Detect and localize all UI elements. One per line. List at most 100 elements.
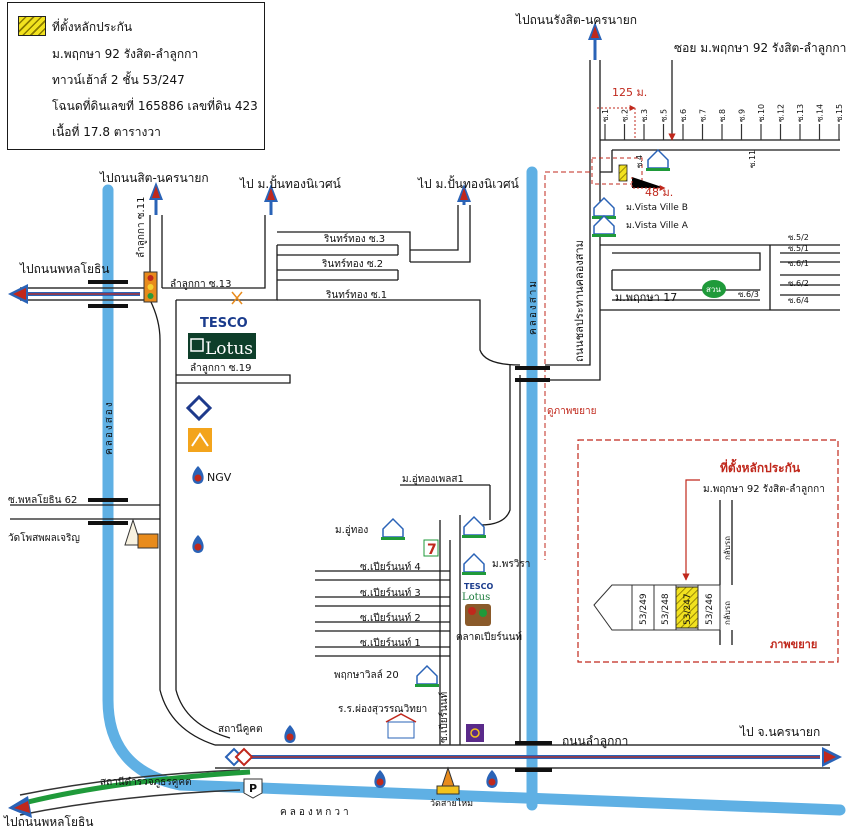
label-pruksa17-soi: ซ.6/3 bbox=[738, 290, 759, 299]
inset-unit-label: 53/246 bbox=[705, 593, 715, 625]
village-house-icon bbox=[462, 515, 486, 538]
label-wat-saimai: วัดสายไหม bbox=[430, 798, 473, 809]
ngv-label: NGV bbox=[207, 471, 232, 484]
svg-text:Lotus: Lotus bbox=[205, 339, 253, 359]
dist-125-label: 125 ม. bbox=[612, 86, 647, 99]
label-pruksa17-soi: ซ.5/2 bbox=[788, 233, 809, 242]
label-mu-utong: ม.อู่ทอง bbox=[335, 525, 368, 536]
road-lamlukka-left bbox=[149, 182, 231, 746]
label-mu-tongplace: ม.อู่ทองเพลส1 bbox=[402, 474, 464, 485]
park-icon: สวน bbox=[702, 280, 726, 298]
inset-title: ที่ตั้งหลักประกัน bbox=[720, 458, 801, 475]
label-to-tungphan-1: ไป ม.ปั้นทองนิเวศน์ bbox=[239, 175, 341, 191]
label-pruksa-soi: ซ.8 bbox=[718, 109, 727, 122]
seven-eleven-icon: 7 bbox=[423, 539, 439, 558]
label-pruksa-s11: ซ.11 bbox=[748, 150, 757, 168]
label-soi-pruksa: ซอย ม.พฤกษา 92 รังสิต-ลำลูกกา bbox=[674, 41, 846, 56]
label-pruksa-soi: ซ.15 bbox=[835, 104, 844, 122]
pianon-soi-labels: ซ.เปียร์นนท์ 4ซ.เปียร์นนท์ 3ซ.เปียร์นนท์… bbox=[360, 561, 421, 649]
inset-unit-label: 53/248 bbox=[661, 593, 671, 625]
svg-text:7: 7 bbox=[427, 542, 437, 558]
label-pruksa-soi: ซ.7 bbox=[699, 109, 708, 122]
label-to-rangsit-top: ไปถนนรังสิต-นครนายก bbox=[515, 13, 637, 27]
label-to-phahon-bottom: ไปถนนพหลโยธิน bbox=[3, 815, 94, 829]
label-khlong-hok: คลองหกวา bbox=[280, 807, 352, 818]
label-market: ตลาดเปียร์นนท์ bbox=[456, 631, 522, 643]
village-house-icon bbox=[462, 552, 486, 575]
legend-title: ที่ตั้งหลักประกัน bbox=[52, 20, 133, 34]
label-phahon62: ซ.พหลโยธิน 62 bbox=[8, 493, 77, 506]
label-to-rangsit-left: ไปถนนสิต-นครนายก bbox=[99, 171, 209, 185]
bridges bbox=[88, 280, 552, 772]
svg-text:TESCO: TESCO bbox=[464, 582, 494, 591]
label-rintong3: รินทร์ทอง ซ.3 bbox=[323, 233, 385, 245]
road-phahon-top bbox=[8, 284, 150, 304]
svg-text:สวน: สวน bbox=[706, 285, 721, 294]
label-soi-pianon-vertical: ซ.เปียร์นนท์ bbox=[438, 692, 450, 743]
school-icon bbox=[385, 713, 417, 739]
bangkok-bank-icon bbox=[185, 394, 213, 422]
label-school: ร.ร.ผ่องสุวรรณวิทยา bbox=[338, 704, 427, 715]
road-center-vertical bbox=[400, 365, 521, 745]
pruksa-soi-ticks bbox=[604, 124, 840, 140]
label-pianon-soi: ซ.เปียร์นนท์ 2 bbox=[360, 612, 421, 624]
label-to-phahon-top: ไปถนนพหลโยธิน bbox=[19, 262, 110, 276]
label-lamlukka11: ลำลูกกา ซ.11 bbox=[136, 197, 147, 258]
label-pruksa17: ม.พฤกษา 17 bbox=[615, 291, 677, 304]
label-vista-a: ม.Vista Ville A bbox=[626, 221, 689, 231]
junction-cross-icon bbox=[231, 291, 243, 305]
rintong-roads bbox=[277, 184, 521, 366]
gas-station-icon bbox=[374, 770, 386, 788]
collateral-hatch-icon bbox=[18, 16, 46, 36]
inset-enlarge-label: ภาพขยาย bbox=[770, 638, 817, 651]
collateral-marker bbox=[618, 164, 628, 182]
dist-48-label: 48 ม. bbox=[645, 186, 673, 199]
label-khlong-song: คลองสอง bbox=[104, 400, 115, 455]
pianon-roads bbox=[315, 520, 451, 745]
inset-uturn-1: กลับรถ bbox=[723, 536, 732, 560]
village-house-icon bbox=[415, 664, 439, 687]
inset-unit-label: 53/249 bbox=[639, 593, 649, 625]
label-pruksa17-soi: ซ.6/4 bbox=[788, 296, 809, 305]
label-lamlukka19: ลำลูกกา ซ.19 bbox=[190, 363, 251, 374]
pruksa17-soi-labels: ซ.5/2ซ.5/1ซ.6/1ซ.6/2ซ.6/3ซ.6/4 bbox=[738, 233, 809, 305]
scb-bank-icon bbox=[466, 724, 484, 742]
legend-line-2: ทาวน์เฮ้าส์ 2 ชั้น 53/247 bbox=[52, 73, 185, 87]
label-wat-pho: วัดโพสพผลเจริญ bbox=[8, 531, 80, 544]
tesco-lotus-logo: TESCO Lotus bbox=[188, 315, 256, 359]
label-pruksa-soi: ซ.13 bbox=[796, 104, 805, 122]
svg-text:P: P bbox=[249, 782, 257, 795]
gas-station-icon bbox=[192, 535, 204, 553]
label-pruksa17-soi: ซ.5/1 bbox=[788, 244, 809, 253]
inset-unit-label: 53/247 bbox=[683, 593, 693, 625]
distance-125: 125 ม. bbox=[597, 86, 647, 140]
label-to-tungphan-2: ไป ม.ปั้นทองนิเวศน์ bbox=[417, 175, 519, 191]
village-house-icon bbox=[646, 148, 670, 171]
label-pruksa-soi: ซ.5 bbox=[660, 109, 669, 122]
label-police-station: สถานีตำรวจภูธรคูคต bbox=[100, 776, 192, 788]
distance-48: 48 ม. bbox=[631, 177, 673, 199]
traffic-light-icon bbox=[143, 271, 158, 303]
road-chonprathan bbox=[545, 22, 602, 381]
label-pruksa-soi: ซ.3 bbox=[640, 109, 649, 122]
label-mu-pornvira: ม.พรวิรา bbox=[492, 559, 530, 570]
gas-station-icon bbox=[486, 770, 498, 788]
road-phahon-bottom bbox=[8, 769, 251, 818]
svg-text:TESCO: TESCO bbox=[200, 316, 248, 331]
market-basket-icon bbox=[465, 604, 491, 626]
gas-station-icon bbox=[284, 725, 296, 743]
krungsri-bank-icon bbox=[188, 428, 212, 452]
label-pruksa17-soi: ซ.6/2 bbox=[788, 279, 809, 288]
legend-line-3: โฉนดที่ดินเลขที่ 165886 เลขที่ดิน 423 bbox=[52, 99, 258, 113]
temple-wat-pho-icon bbox=[124, 518, 159, 549]
gas-station-icons bbox=[192, 466, 498, 788]
label-lamlukka13: ลำลูกกา ซ.13 bbox=[170, 279, 231, 290]
station-icon bbox=[224, 747, 254, 767]
police-station-icon: P bbox=[243, 778, 263, 799]
label-thanon-chonprathan: ถนนชลประทานคลองสาม bbox=[573, 240, 586, 362]
gas-station-icon bbox=[192, 466, 204, 484]
village-house-icons bbox=[381, 148, 670, 687]
legend-line-1: ม.พฤกษา 92 รังสิต-ลำลูกกา bbox=[52, 47, 199, 61]
